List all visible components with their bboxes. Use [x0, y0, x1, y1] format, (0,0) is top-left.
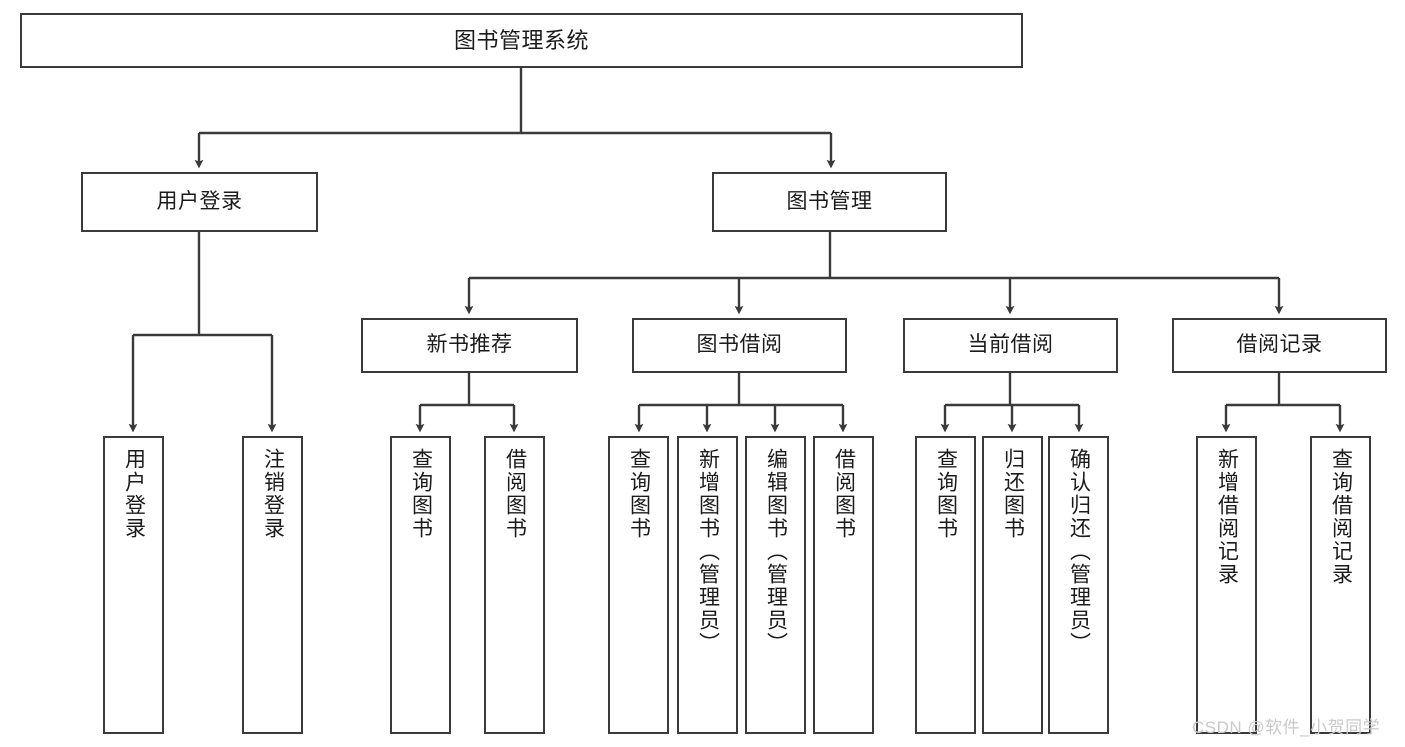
node-current-borrow[interactable]: 当前借阅	[903, 318, 1118, 373]
node-label: 新增借阅记录	[1215, 448, 1239, 586]
node-label: 借阅图书	[503, 448, 527, 540]
node-label: 查询图书	[934, 448, 958, 540]
leaf-book-borrow-borrow[interactable]: 借阅图书	[813, 436, 874, 734]
leaf-current-borrow-confirm-return[interactable]: 确认归还（管理员）	[1048, 436, 1109, 734]
node-label: 借阅记录	[1236, 333, 1323, 357]
leaf-current-borrow-return[interactable]: 归还图书	[982, 436, 1043, 734]
node-label: 当前借阅	[967, 333, 1054, 357]
leaf-borrow-record-query[interactable]: 查询借阅记录	[1310, 436, 1371, 734]
node-label: 图书管理	[786, 189, 873, 213]
node-label: 注销登录	[261, 448, 285, 540]
node-label: 新增图书（管理员）	[696, 448, 720, 655]
node-label: 图书管理系统	[453, 27, 589, 53]
node-label: 图书借阅	[696, 333, 783, 357]
node-new-book-recommend[interactable]: 新书推荐	[361, 318, 578, 373]
node-borrow-record[interactable]: 借阅记录	[1172, 318, 1387, 373]
leaf-new-book-borrow[interactable]: 借阅图书	[484, 436, 545, 734]
node-label: 归还图书	[1001, 448, 1025, 540]
leaf-book-borrow-edit[interactable]: 编辑图书（管理员）	[745, 436, 806, 734]
node-label: 确认归还（管理员）	[1067, 448, 1091, 655]
node-book-management[interactable]: 图书管理	[712, 172, 947, 232]
node-user-login[interactable]: 用户登录	[81, 172, 318, 232]
node-label: 用户登录	[156, 189, 243, 213]
node-label: 查询借阅记录	[1329, 448, 1353, 586]
node-book-borrow[interactable]: 图书借阅	[632, 318, 847, 373]
leaf-new-book-query[interactable]: 查询图书	[390, 436, 451, 734]
node-label: 查询图书	[409, 448, 433, 540]
node-label: 新书推荐	[426, 333, 513, 357]
leaf-book-borrow-query[interactable]: 查询图书	[608, 436, 669, 734]
node-label: 借阅图书	[832, 448, 856, 540]
leaf-user-login-login[interactable]: 用户登录	[103, 436, 164, 734]
csdn-watermark: CSDN @软件_小贺同学	[1192, 718, 1381, 737]
leaf-current-borrow-query[interactable]: 查询图书	[915, 436, 976, 734]
node-label: 编辑图书（管理员）	[764, 448, 788, 655]
leaf-user-login-logout[interactable]: 注销登录	[242, 436, 303, 734]
node-label: 查询图书	[627, 448, 651, 540]
node-root-system[interactable]: 图书管理系统	[20, 13, 1023, 68]
leaf-borrow-record-add[interactable]: 新增借阅记录	[1196, 436, 1257, 734]
leaf-book-borrow-add[interactable]: 新增图书（管理员）	[677, 436, 738, 734]
node-label: 用户登录	[122, 448, 146, 540]
